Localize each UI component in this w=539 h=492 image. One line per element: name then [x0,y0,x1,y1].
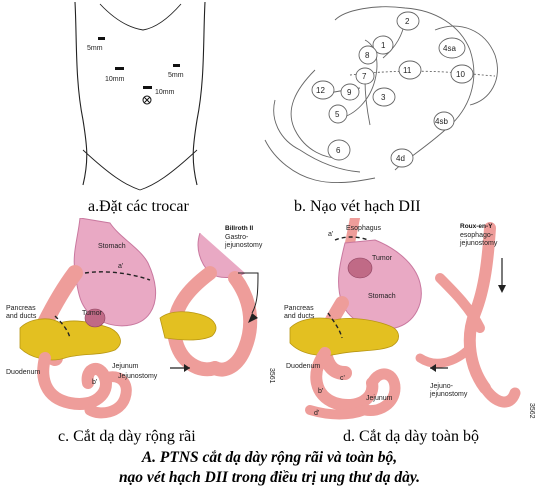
label-tumor: Tumor [372,255,393,262]
label-stomach: Stomach [368,293,396,300]
lymph-node-label: 3 [381,93,386,102]
figure-caption-line1: A. PTNS cắt dạ dày rộng rãi và toàn bộ, [141,449,398,466]
lymph-node-label: 4sb [435,117,448,126]
figure-caption-line2: nạo vét hạch DII trong điều trị ung thư … [118,469,421,486]
trocar-label: 5mm [168,72,184,79]
panel-lymph-nodes: 2 1 8 4sa 11 10 7 9 12 3 5 4sb 6 4d [255,0,539,195]
trocar-mark [115,67,124,70]
torso-diagram: 5mm 10mm 5mm 10mm [74,1,206,191]
panel-trocar-placement: 5mm 10mm 5mm 10mm [55,0,225,195]
label-fig-number: 3561 [268,368,275,384]
lymph-node-label: 12 [316,86,325,95]
label-jejunum: Jejunum [366,395,393,402]
umbilicus-icon [142,95,152,105]
lymph-node-label: 5 [335,110,340,119]
lymph-node-label: 6 [336,146,341,155]
caption-panel-b: b. Nạo vét hạch DII [294,198,421,215]
lymph-node-label: 4sa [443,44,456,53]
label-billroth-sub: Gastro-jejunostomy [224,234,263,249]
label-duodenum: Duodenum [286,363,320,370]
label-roux-sub: esophago-jejunostomy [459,232,498,247]
label-jejunostomy: Jejunostomy [118,373,158,380]
trocar-mark [173,64,180,67]
caption-panel-a: a.Đặt các trocar [88,198,189,215]
label-billroth-title: Billroth II [225,225,253,232]
lymph-node-label: 9 [347,88,352,97]
label-stomach: Stomach [98,243,126,250]
lymph-node-label: 10 [456,70,465,79]
lymph-node-label: 8 [365,51,370,60]
lymph-node-diagram: 2 1 8 4sa 11 10 7 9 12 3 5 4sb 6 4d [264,6,498,184]
lymph-node-label: 4d [396,154,405,163]
label-d-prime: d' [314,410,319,417]
lymph-node-label: 11 [403,66,412,75]
label-duodenum: Duodenum [6,369,40,376]
trocar-mark [143,86,152,89]
caption-panel-c: c. Cắt dạ dày rộng rãi [58,428,196,445]
lymph-node-label: 1 [381,41,386,50]
label-tumor: Tumor [82,310,103,317]
label-a-prime: a' [118,263,123,270]
label-jejuno: Jejuno-jejunostomy [429,383,468,398]
label-esophagus: Esophagus [346,225,382,232]
label-c-prime: c' [340,375,345,382]
trocar-label: 10mm [105,76,125,83]
caption-panel-d: d. Cắt dạ dày toàn bộ [343,428,479,445]
lymph-node-label: 2 [405,17,410,26]
label-fig-number: 3562 [528,403,535,419]
trocar-mark [98,37,105,40]
trocar-label: 10mm [155,89,175,96]
tumor-icon [347,257,373,279]
label-a-prime: a' [328,231,333,238]
label-roux-title: Roux-en-Y [460,223,493,230]
label-b-prime: b' [318,388,323,395]
trocar-label: 5mm [87,45,103,52]
lymph-node-label: 7 [362,72,367,81]
label-jejunum: Jejunum [112,363,139,370]
tumor-icon [84,308,106,328]
label-b-prime: b' [92,379,97,386]
